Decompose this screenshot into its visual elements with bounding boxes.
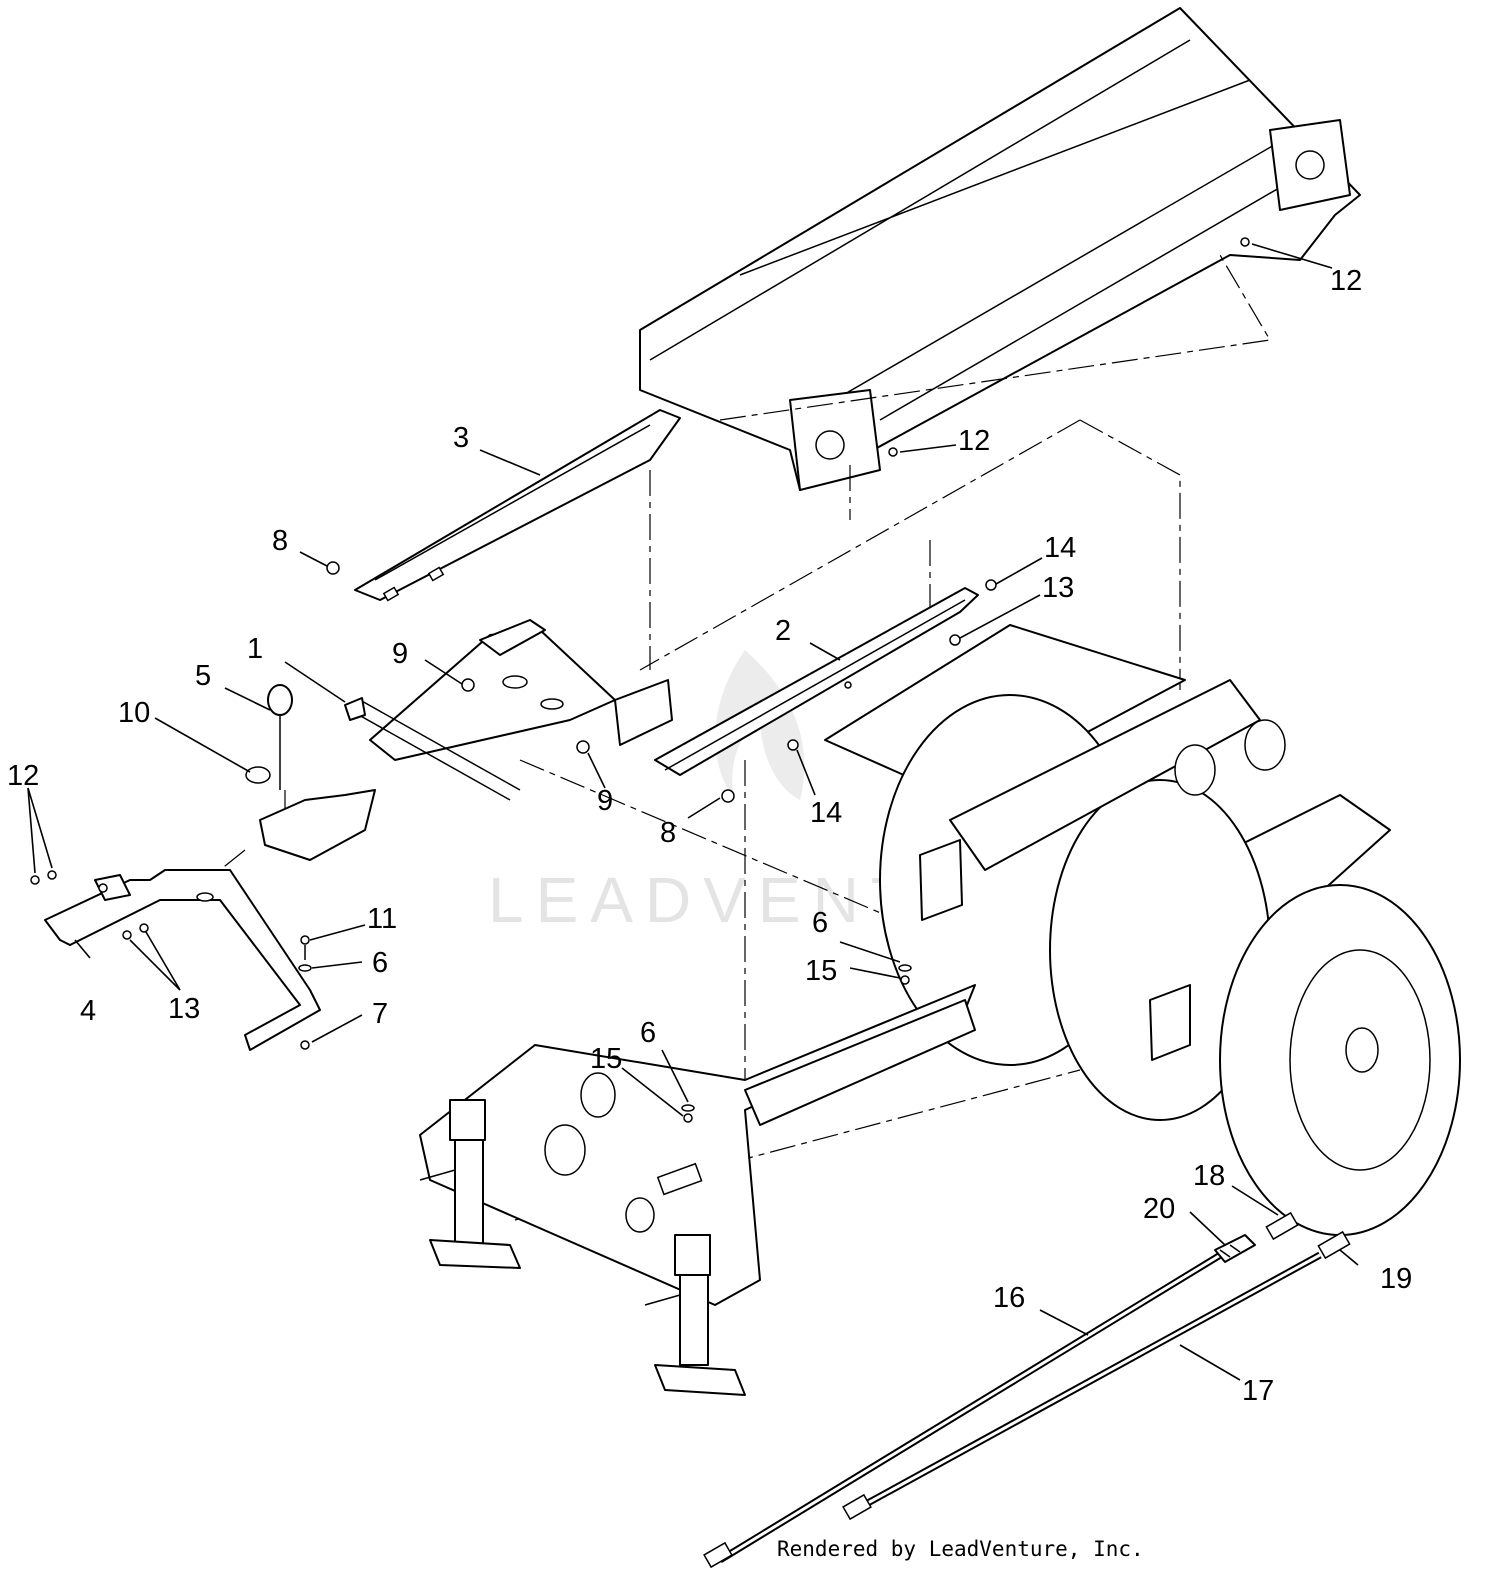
tongue-side-plate: [614, 679, 673, 746]
lynch-pin: [245, 766, 271, 784]
callout-20: 20: [1143, 1193, 1175, 1225]
callout-14-lower: 14: [810, 797, 842, 829]
nut-9-lower: [576, 740, 590, 754]
bolt-11: [300, 935, 310, 945]
callout-16: 16: [993, 1282, 1025, 1314]
conveyor-assembly: [639, 7, 1361, 491]
callout-7: 7: [372, 998, 388, 1030]
callout-8-lower: 8: [660, 817, 676, 849]
callout-5: 5: [195, 660, 211, 692]
hitch-coupler: [259, 789, 376, 861]
jack-stands: [419, 1099, 746, 1396]
flame-logo-icon: [715, 650, 805, 800]
tire-right: [1219, 884, 1461, 1236]
callout-9-upper: 9: [392, 638, 408, 670]
callout-4: 4: [80, 995, 96, 1027]
callout-12-front: 12: [958, 425, 990, 457]
rail-upper: [354, 409, 681, 601]
callout-12-rear: 12: [1330, 265, 1362, 297]
nut-13-rail: [949, 634, 961, 646]
nut-9-upper: [461, 678, 475, 692]
nut-7: [300, 1040, 310, 1050]
callout-17: 17: [1242, 1375, 1274, 1407]
tongue-bracket: [344, 697, 366, 721]
nut-13-b: [139, 923, 149, 933]
callout-10: 10: [118, 697, 150, 729]
callout-9-lower: 9: [597, 785, 613, 817]
callout-18: 18: [1193, 1160, 1225, 1192]
bolt-8-lower: [721, 789, 735, 803]
callout-15-front: 15: [590, 1043, 622, 1075]
washer-6-right: [898, 964, 912, 972]
hitch-pin-ring: [267, 684, 293, 716]
tongue-mount-plate: [479, 619, 546, 656]
bolt-14-lower: [787, 739, 799, 751]
bolt-12-b: [47, 870, 57, 880]
bolt-14-upper: [985, 579, 997, 591]
callout-19: 19: [1380, 1263, 1412, 1295]
callout-11: 11: [367, 903, 397, 935]
callout-6-left: 6: [372, 947, 388, 979]
callout-6-right: 6: [812, 907, 828, 939]
bolt-12-a: [30, 875, 40, 885]
bracket-tab: [94, 874, 131, 901]
callout-12-left: 12: [7, 760, 39, 792]
axle-bracket-left: [919, 839, 963, 921]
callout-6-front: 6: [640, 1017, 656, 1049]
jack-left-foot: [429, 1239, 521, 1269]
callout-14-upper: 14: [1044, 532, 1076, 564]
hardware: [30, 237, 1250, 1123]
washer-6-front: [681, 1104, 695, 1112]
callout-13-rail: 13: [1042, 572, 1074, 604]
part-3-rail: [354, 409, 681, 602]
conveyor-frame: [639, 7, 1361, 491]
render-credit: Rendered by LeadVenture, Inc.: [777, 1537, 1144, 1561]
part-4-bracket: [44, 869, 321, 1051]
nut-13-a: [122, 930, 132, 940]
bolt-12-rear: [1240, 237, 1250, 247]
nut-15-right: [900, 975, 910, 985]
callout-labels: 1 2 3 4 5 6 6 6 7 8 8 9 9 10 11 12 12 12…: [7, 265, 1412, 1407]
hoses: [703, 1211, 1351, 1569]
washer-6-left: [298, 964, 312, 972]
callout-1: 1: [247, 633, 263, 665]
mount-flange: [744, 999, 976, 1126]
part-1-tongue: [259, 619, 673, 861]
jack-right-foot: [654, 1364, 746, 1396]
part-2-rail: [654, 587, 979, 776]
trailer-chassis: [419, 624, 1461, 1306]
callout-13-left: 13: [168, 993, 200, 1025]
wheel-hub: [1345, 1027, 1379, 1073]
callout-15-right: 15: [805, 955, 837, 987]
nut-15-front: [683, 1113, 693, 1123]
hose-fitting-18: [1265, 1211, 1299, 1241]
support-bracket: [44, 869, 321, 1051]
hose-fitting-19: [1317, 1230, 1351, 1260]
callout-3: 3: [453, 422, 469, 454]
axle-bracket-right: [1149, 984, 1191, 1061]
rail-lower: [654, 587, 979, 776]
bolt-12-front: [888, 447, 898, 457]
bolt-8-upper: [326, 561, 340, 575]
callout-2: 2: [775, 615, 791, 647]
callout-8-upper: 8: [272, 525, 288, 557]
callout-leaders: [27, 243, 1359, 1381]
